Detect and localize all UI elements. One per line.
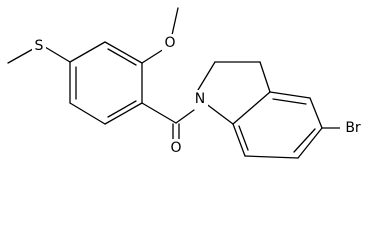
bond-ring-methoxy-oxygen	[141, 48, 165, 64]
bond-ring1-b	[104, 41, 143, 64]
atom-label-nitrogen: N	[195, 91, 205, 107]
bond-ring2-d	[297, 127, 323, 159]
bond-carbonyl-nitrogen	[175, 109, 195, 124]
bond-nitrogen-ring	[204, 102, 234, 125]
bond-ring1-e	[69, 102, 106, 125]
bond-ring1-a	[69, 41, 106, 63]
bond-ring2-double-2	[293, 128, 316, 153]
bond-ring2-a	[232, 91, 271, 125]
bond-ring2-f	[232, 123, 246, 157]
bond-ring2-double-3	[238, 125, 249, 151]
bond-methoxy-oxygen-methyl	[171, 7, 179, 36]
atom-labels: S O O N Br	[32, 34, 366, 157]
atom-label-methoxy-oxygen: O	[164, 35, 175, 51]
bond-nitrogen-ch2	[197, 61, 216, 91]
molecule-structure: S O O N Br	[7, 7, 366, 159]
bond-ring2-b	[269, 91, 311, 99]
bond-ch2-ring	[259, 61, 271, 93]
bond-sulfur-ring	[44, 46, 71, 63]
bonds	[7, 7, 341, 159]
atom-label-sulfur: S	[35, 38, 44, 54]
atom-label-carbonyl-oxygen: O	[170, 140, 181, 156]
bond-ring1-double-1	[107, 48, 137, 66]
bond-ring1-d	[104, 102, 143, 125]
atom-label-bromine: Br	[345, 120, 361, 136]
bond-methyl-sulfur	[7, 48, 34, 64]
bond-ring2-c	[309, 97, 323, 129]
bond-ring-carbonyl	[141, 102, 177, 124]
bond-ring1-double-2	[107, 100, 137, 118]
bond-ring2-e	[244, 155, 299, 159]
bond-ring2-double-1	[272, 98, 307, 105]
